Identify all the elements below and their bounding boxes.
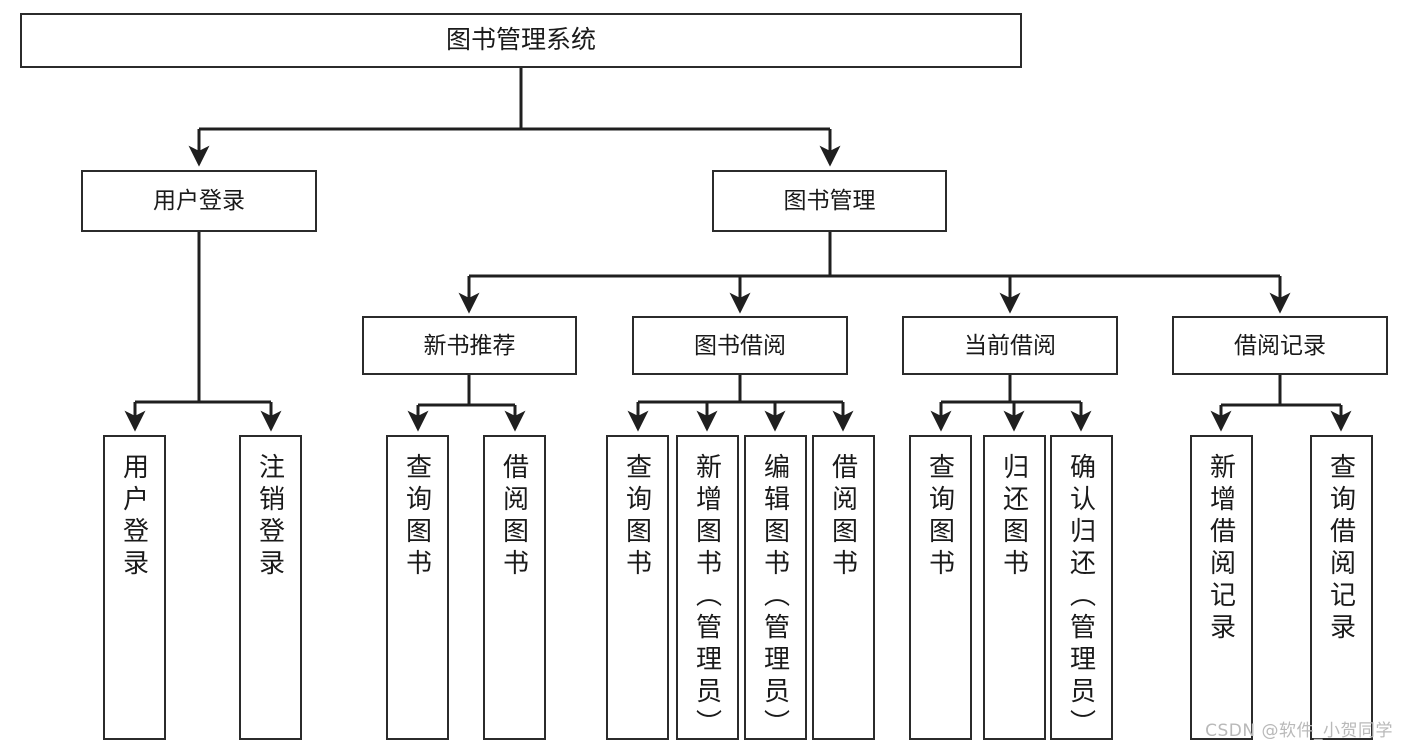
node-leaf-edit-book[interactable]: 编辑图书（管理员） <box>744 435 807 741</box>
node-user-login[interactable]: 用户登录 <box>81 170 317 232</box>
node-leaf-user-login[interactable]: 用户登录 <box>103 435 166 740</box>
node-current-borrow[interactable]: 当前借阅 <box>902 316 1118 375</box>
node-book-manage[interactable]: 图书管理 <box>712 170 947 232</box>
node-leaf-query-book-3-label: 查询图书 <box>925 453 956 581</box>
node-book-manage-label: 图书管理 <box>783 187 876 214</box>
node-borrow-record[interactable]: 借阅记录 <box>1172 316 1388 375</box>
csdn-watermark: CSDN @软件_小贺同学 <box>1205 721 1393 741</box>
node-leaf-query-book-2[interactable]: 查询图书 <box>606 435 669 740</box>
node-leaf-return-book[interactable]: 归还图书 <box>983 435 1046 740</box>
node-book-borrow-label: 图书借阅 <box>694 331 786 358</box>
node-book-borrow[interactable]: 图书借阅 <box>632 316 848 375</box>
node-leaf-edit-book-label: 编辑图书（管理员） <box>760 453 791 741</box>
node-leaf-borrow-book-2[interactable]: 借阅图书 <box>812 435 875 740</box>
node-leaf-query-book-1-label: 查询图书 <box>402 453 433 581</box>
node-borrow-record-label: 借阅记录 <box>1234 331 1326 358</box>
node-leaf-query-record-label: 查询借阅记录 <box>1326 453 1357 645</box>
node-leaf-user-logout[interactable]: 注销登录 <box>239 435 302 740</box>
node-leaf-user-login-label: 用户登录 <box>119 453 150 581</box>
node-leaf-borrow-book-1-label: 借阅图书 <box>499 453 530 581</box>
node-leaf-return-book-label: 归还图书 <box>999 453 1030 581</box>
node-leaf-borrow-book-2-label: 借阅图书 <box>828 453 859 581</box>
node-current-borrow-label: 当前借阅 <box>964 331 1056 358</box>
node-leaf-add-record[interactable]: 新增借阅记录 <box>1190 435 1253 740</box>
node-leaf-confirm-return[interactable]: 确认归还（管理员） <box>1050 435 1113 741</box>
node-leaf-query-record[interactable]: 查询借阅记录 <box>1310 435 1373 740</box>
node-new-book-recommend[interactable]: 新书推荐 <box>362 316 577 375</box>
node-leaf-query-book-3[interactable]: 查询图书 <box>909 435 972 740</box>
node-leaf-confirm-return-label: 确认归还（管理员） <box>1066 453 1097 741</box>
node-leaf-query-book-2-label: 查询图书 <box>622 453 653 581</box>
node-leaf-add-book-label: 新增图书（管理员） <box>692 453 723 741</box>
node-leaf-user-logout-label: 注销登录 <box>255 453 286 581</box>
node-new-book-recommend-label: 新书推荐 <box>423 331 516 358</box>
node-root[interactable]: 图书管理系统 <box>20 13 1022 68</box>
node-leaf-add-book[interactable]: 新增图书（管理员） <box>676 435 739 741</box>
node-leaf-borrow-book-1[interactable]: 借阅图书 <box>483 435 546 740</box>
node-leaf-add-record-label: 新增借阅记录 <box>1206 453 1237 645</box>
node-root-label: 图书管理系统 <box>445 25 596 54</box>
node-leaf-query-book-1[interactable]: 查询图书 <box>386 435 449 740</box>
node-user-login-label: 用户登录 <box>153 187 245 214</box>
